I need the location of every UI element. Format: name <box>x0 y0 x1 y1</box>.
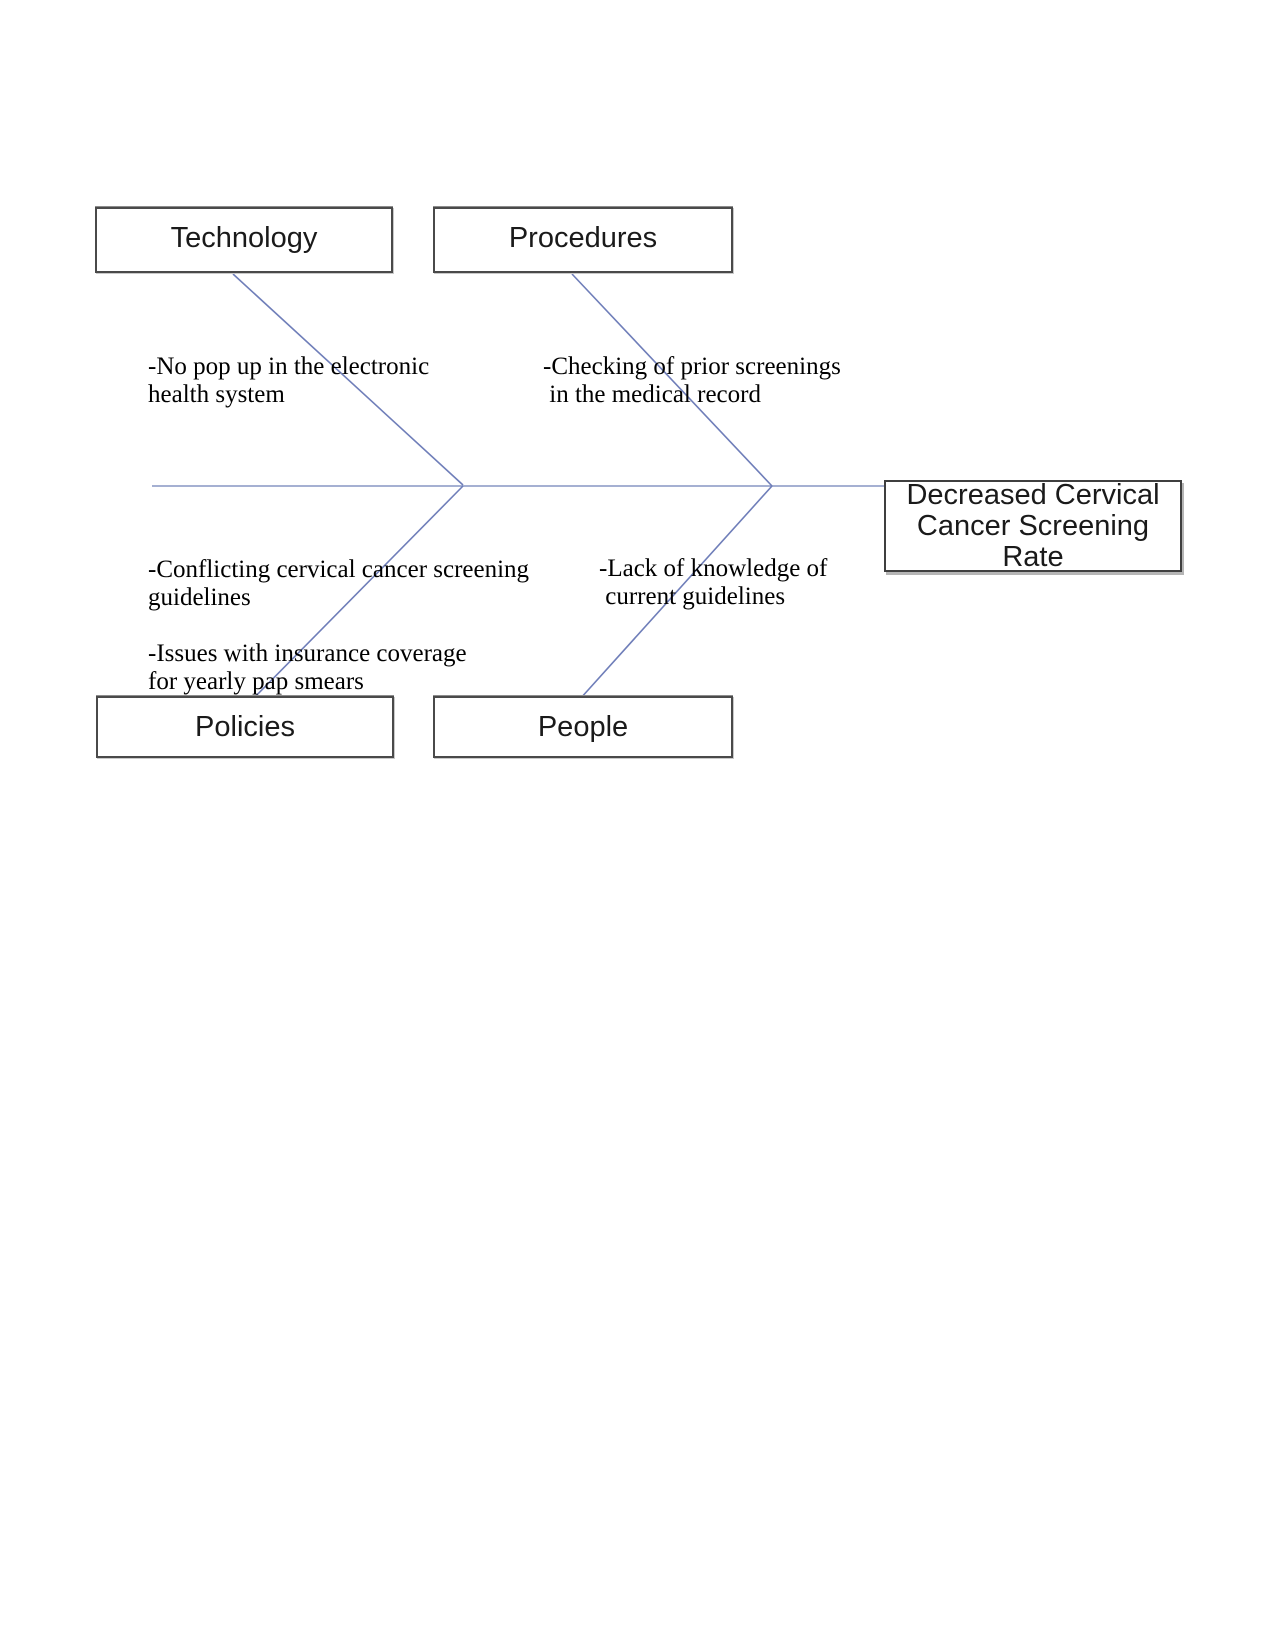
category-box-policies: Policies <box>96 696 394 758</box>
category-label-procedures: Procedures <box>508 222 658 254</box>
cause-text-people: -Lack of knowledge of current guidelines <box>599 555 828 610</box>
cause-text-policies-2: -Issues with insurance coverage for year… <box>148 640 467 695</box>
cause-text-procedures: -Checking of prior screenings in the med… <box>543 353 841 408</box>
effect-label: Decreased Cervical Cancer Screening Rate <box>906 478 1160 573</box>
category-box-people: People <box>433 696 733 758</box>
category-box-technology: Technology <box>95 207 393 273</box>
cause-text-technology: -No pop up in the electronic health syst… <box>148 353 430 408</box>
category-box-procedures: Procedures <box>433 207 733 273</box>
effect-box: Decreased Cervical Cancer Screening Rate <box>884 478 1182 573</box>
category-label-technology: Technology <box>170 222 318 254</box>
category-label-policies: Policies <box>195 711 295 743</box>
cause-text-policies-1: -Conflicting cervical cancer screening g… <box>148 556 530 611</box>
category-label-people: People <box>537 711 629 743</box>
